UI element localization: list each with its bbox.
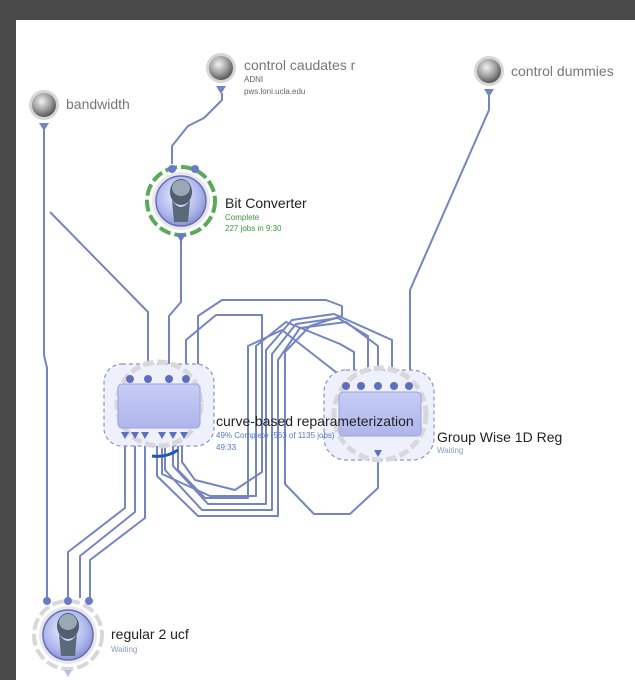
input-port[interactable] — [64, 597, 72, 605]
input-port[interactable] — [43, 597, 51, 605]
bandwidth-label: bandwidth — [66, 96, 130, 112]
control-caudates-server: pws.loni.ucla.edu — [244, 87, 305, 97]
regular-ucf-label: regular 2 ucf — [111, 626, 189, 642]
wire-curve-regular-2 — [80, 441, 135, 598]
input-port[interactable] — [126, 375, 134, 383]
input-port[interactable] — [144, 375, 152, 383]
input-port[interactable] — [182, 375, 190, 383]
connections — [44, 90, 489, 598]
input-port[interactable] — [390, 382, 398, 390]
wire-curve-regular-1 — [68, 441, 125, 598]
node-bandwidth-orb — [32, 93, 56, 117]
node-curve-reparam[interactable] — [104, 362, 214, 456]
control-caudates-label: control caudates r — [244, 57, 355, 73]
output-port-triangle[interactable] — [64, 670, 72, 677]
node-control-dummies-orb — [477, 59, 501, 83]
node-regular-ucf[interactable] — [34, 597, 102, 677]
wire-bandwidth-regular — [44, 124, 47, 598]
node-bandwidth[interactable] — [29, 90, 59, 131]
control-dummies-label: control dummies — [511, 63, 614, 79]
bit-converter-status: Complete — [225, 213, 259, 223]
node-bit-converter[interactable] — [147, 165, 215, 242]
node-control-caudates[interactable] — [206, 53, 236, 94]
node-control-caudates-orb — [209, 56, 233, 80]
input-port[interactable] — [165, 375, 173, 383]
input-port[interactable] — [85, 597, 93, 605]
output-port-triangle — [39, 123, 49, 131]
curve-reparam-status: 49% Complete (563 of 1135 jobs) — [216, 431, 335, 441]
bit-converter-label: Bit Converter — [225, 195, 307, 211]
output-port-triangle — [216, 86, 226, 94]
bit-converter-detail: 227 jobs in 9:30 — [225, 224, 282, 234]
regular-ucf-status: Waiting — [111, 645, 137, 655]
input-port[interactable] — [374, 382, 382, 390]
group-wise-label: Group Wise 1D Reg — [437, 429, 562, 445]
curve-reparam-time: 49:33 — [216, 443, 236, 453]
wire-bitconverter-curve — [169, 236, 181, 374]
node-control-dummies[interactable] — [474, 56, 504, 97]
group-wise-status: Waiting — [437, 446, 463, 456]
input-port[interactable] — [405, 382, 413, 390]
control-caudates-source: ADNI — [244, 75, 263, 85]
wire-caudates-bitconverter — [172, 93, 222, 164]
input-port[interactable] — [342, 382, 350, 390]
wire-curve-regular-3 — [90, 441, 145, 598]
wire-bandwidth-curve — [50, 212, 148, 374]
input-port[interactable] — [168, 165, 176, 173]
output-port-triangle[interactable] — [176, 234, 186, 242]
curve-reparam-label: curve-based reparameterization — [216, 413, 414, 429]
output-port-triangle — [484, 89, 494, 97]
wire-dummies-groupwise — [410, 90, 489, 380]
input-port[interactable] — [191, 165, 199, 173]
input-port[interactable] — [357, 382, 365, 390]
node-curve-reparam-body — [118, 384, 200, 428]
